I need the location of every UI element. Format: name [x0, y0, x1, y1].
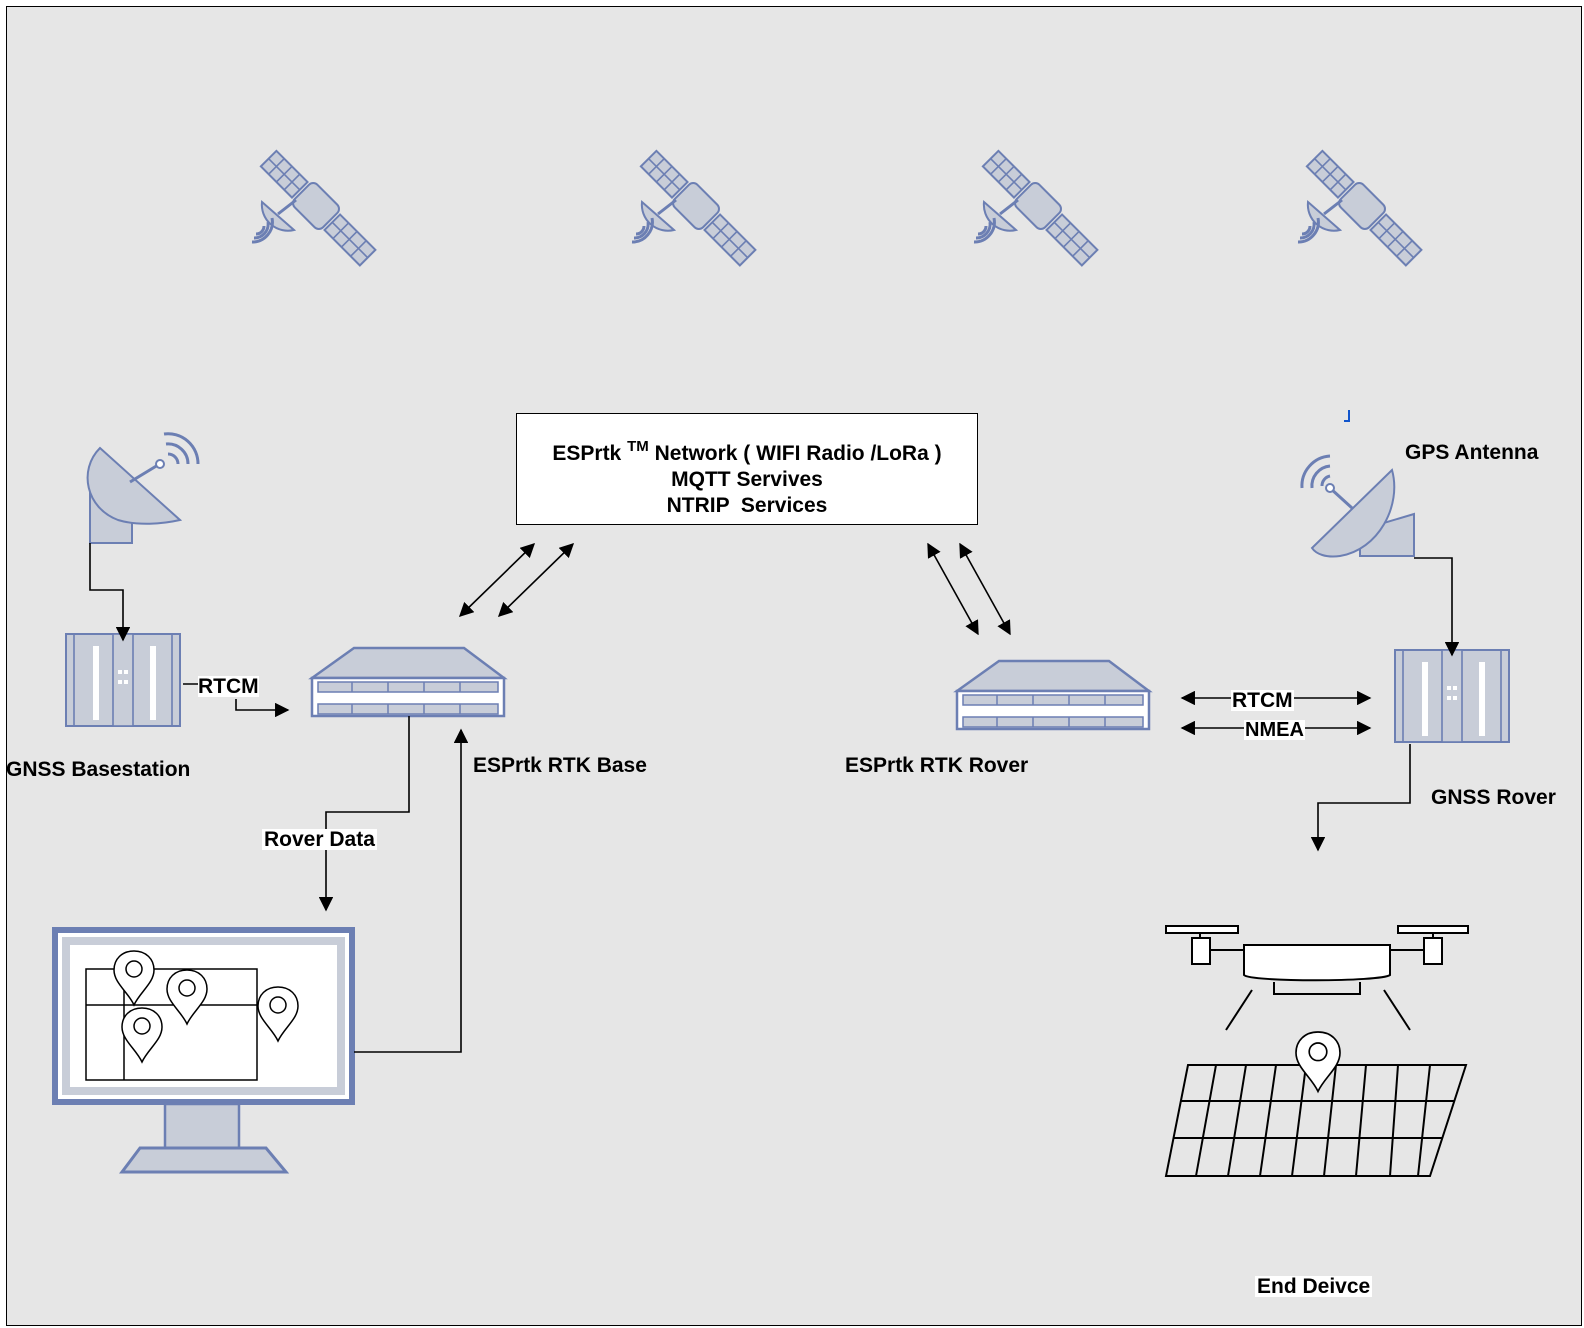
- rtcm-base-label: RTCM: [198, 675, 259, 698]
- gnss-basestation-label: GNSS Basestation: [6, 758, 191, 781]
- trademark: TM: [627, 438, 649, 455]
- gnss-basestation-receiver-icon: [65, 633, 181, 727]
- drone-icon: [1164, 925, 1469, 1177]
- mqtt-services: MQTT Servives: [671, 468, 823, 491]
- rover-data-label: Rover Data: [262, 828, 377, 851]
- small-marker-icon: [1344, 410, 1350, 422]
- rtcm-rover-label: RTCM: [1231, 689, 1294, 712]
- satellite-icon-1: [250, 145, 381, 271]
- monitor-map-icon: [52, 927, 355, 1174]
- rtk-base-router-icon: [310, 646, 506, 718]
- satellite-icon-2: [630, 145, 761, 271]
- rtk-base-label: ESPrtk RTK Base: [473, 754, 647, 777]
- gnss-rover-label: GNSS Rover: [1431, 786, 1556, 809]
- network-line-1: ESPrtk TM Network ( WIFI Radio /LoRa ): [517, 434, 977, 467]
- network-type: Network ( WIFI Radio /LoRa ): [654, 442, 942, 465]
- gnss-rover-receiver-icon: [1394, 649, 1510, 743]
- base-dish-antenna-icon: [86, 432, 200, 544]
- network-brand: ESPrtk: [552, 442, 622, 465]
- ntrip-services: NTRIP Services: [666, 494, 828, 517]
- rtk-rover-router-icon: [955, 659, 1151, 731]
- gps-antenna-label: GPS Antenna: [1405, 441, 1539, 464]
- rover-dish-antenna-icon: [1300, 454, 1415, 558]
- end-device-label: End Deivce: [1255, 1275, 1373, 1298]
- rtk-rover-label: ESPrtk RTK Rover: [845, 754, 1029, 777]
- satellite-icon-4: [1296, 145, 1427, 271]
- satellite-icon-3: [972, 145, 1103, 271]
- nmea-label: NMEA: [1244, 719, 1305, 741]
- network-box: ESPrtk TM Network ( WIFI Radio /LoRa ) M…: [516, 413, 978, 525]
